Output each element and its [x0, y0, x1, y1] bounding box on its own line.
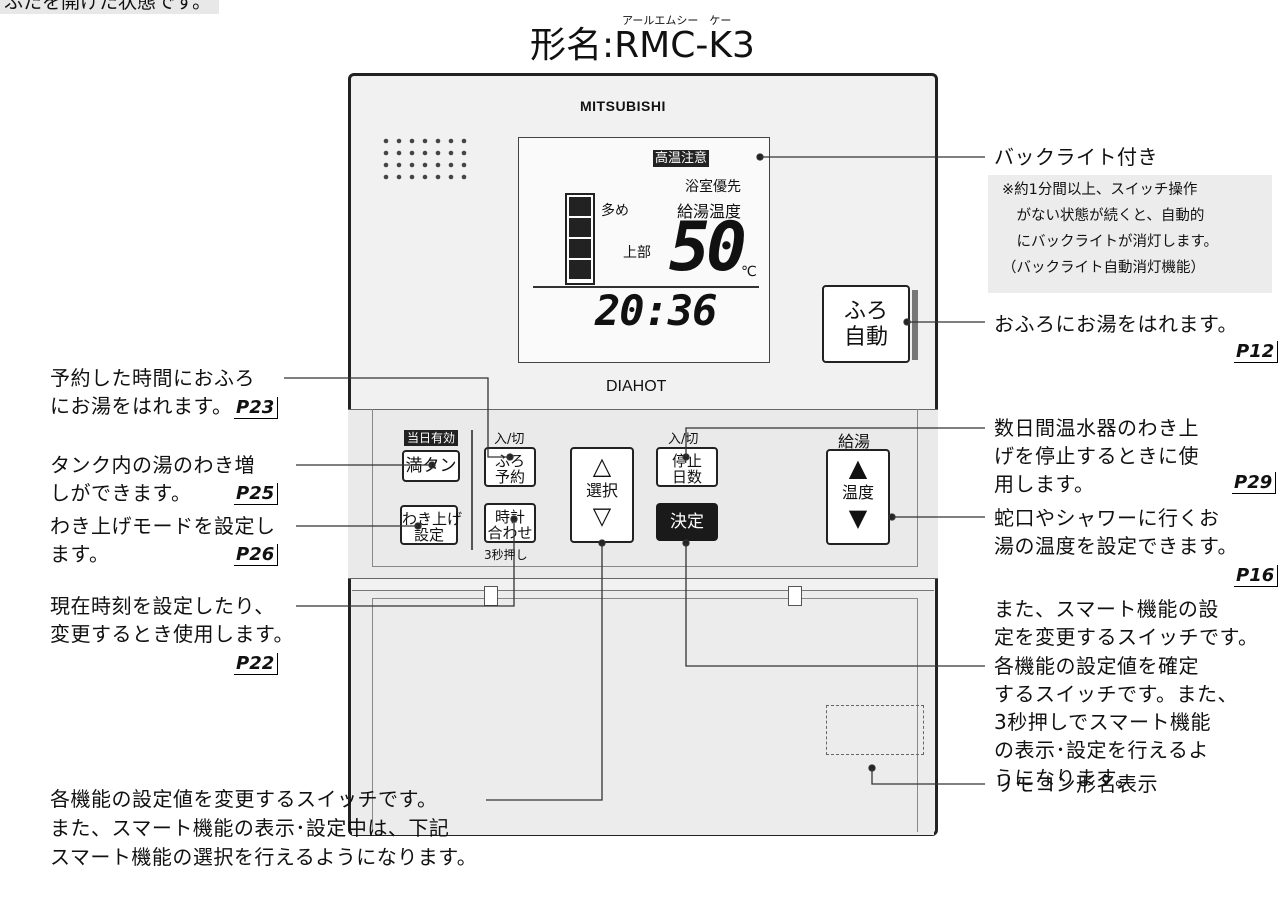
top-caption: ふたを開けた状態です。 [0, 0, 220, 14]
temp-label: 温度 [841, 483, 874, 502]
temp-annotation: 蛇口やシャワーに行くお 湯の温度を設定できます。 [994, 506, 1238, 558]
select-label: 選択 [585, 481, 618, 500]
model-ruby: アールエムシー ケー [622, 14, 732, 27]
lid-inner-frame [372, 598, 918, 832]
kettei-button[interactable]: 決定 [656, 503, 718, 541]
ofuro-ref: P12 [1234, 341, 1279, 363]
model-label-area [826, 705, 924, 755]
mantan-annotation: タンク内の湯のわき増 しができます。 [50, 453, 255, 505]
temp-extra-annotation: また、スマート機能の設 定を変更するスイッチです。 [994, 597, 1259, 649]
clock-readout: 20:36 [595, 286, 717, 335]
ofuro-annotation: おふろにお湯をはれます。 [994, 312, 1238, 336]
upper-label: 上部 [623, 245, 651, 261]
lid-hinge-right [788, 586, 802, 606]
model-display-annotation: リモコン形名表示 [994, 772, 1158, 796]
kyuto-label: 給湯 [838, 432, 871, 451]
three-sec-label: 3秒押し [484, 548, 528, 562]
lcd-divider [533, 286, 759, 288]
level-label: 多め [601, 203, 629, 219]
temperature-readout: 50 [669, 208, 747, 287]
tank-level-indicator [565, 193, 595, 285]
select-annotation: 各機能の設定値を変更するスイッチです。 また、スマート機能の表示･設定中は、下記… [50, 787, 478, 869]
clock-annotation: 現在時刻を設定したり、 変更するとき使用します。 [50, 594, 294, 646]
hot-water-temp-label: 給湯温度 [677, 202, 742, 221]
brand-logo: MITSUBISHI [580, 98, 666, 114]
clock-ref: P22 [234, 653, 279, 675]
furo-yoyaku-button[interactable]: ふろ 予約 [484, 447, 536, 487]
kettei-annotation: 各機能の設定値を確定 するスイッチです。また、 3秒押しでスマート機能 の表示･… [994, 654, 1238, 790]
lid [352, 590, 934, 835]
temp-ref: P16 [1234, 565, 1279, 587]
mantan-ref: P25 [234, 483, 279, 505]
backlight-note: ※約1分間以上、スイッチ操作 がない状態が続くと、自動的 にバックライトが消灯し… [988, 175, 1272, 293]
teishi-annotation: 数日間温水器のわき上 げを停止するときに使 用します。 [994, 416, 1199, 496]
on-off-label-2: 入/切 [668, 432, 699, 447]
today-valid-badge: 当日有効 [404, 430, 459, 446]
button-panel-frame [372, 409, 918, 567]
lcd-display: 高温注意 浴室優先 多め 給湯温度 上部 50 ℃ 20:36 [518, 137, 770, 363]
temp-up-icon: ▲ [848, 454, 868, 482]
model-title: 形名:RMC-K3 [530, 25, 755, 66]
group-divider [471, 430, 473, 550]
select-button[interactable]: △ 選択 ▽ [570, 447, 634, 543]
select-down-icon: ▽ [592, 502, 612, 530]
product-logo: DIAHOT [606, 378, 667, 395]
on-off-label-1: 入/切 [494, 432, 525, 447]
teishi-ref: P29 [1232, 472, 1277, 494]
wakiage-ref: P26 [234, 544, 279, 566]
wakiage-annotation: わき上げモードを設定し ます。 [50, 514, 276, 566]
temp-down-icon: ▼ [848, 504, 868, 532]
unit-label: ℃ [741, 264, 757, 280]
tokei-awase-button[interactable]: 時計 合わせ [484, 503, 536, 543]
yoyaku-ref: P23 [234, 397, 279, 419]
furo-auto-button[interactable]: ふろ 自動 [822, 285, 910, 363]
high-temp-warning-badge: 高温注意 [653, 150, 710, 167]
yoyaku-annotation: 予約した時間におふろ にお湯をはれます。 [50, 366, 255, 418]
bath-priority-label: 浴室優先 [685, 179, 741, 195]
speaker-grille [383, 138, 467, 180]
backlight-annotation: バックライト付き [994, 145, 1158, 169]
temperature-button[interactable]: ▲ 温度 ▼ [826, 449, 890, 545]
teishi-nissu-button[interactable]: 停止 日数 [656, 447, 718, 487]
furo-auto-led [912, 290, 918, 360]
select-up-icon: △ [592, 452, 612, 480]
